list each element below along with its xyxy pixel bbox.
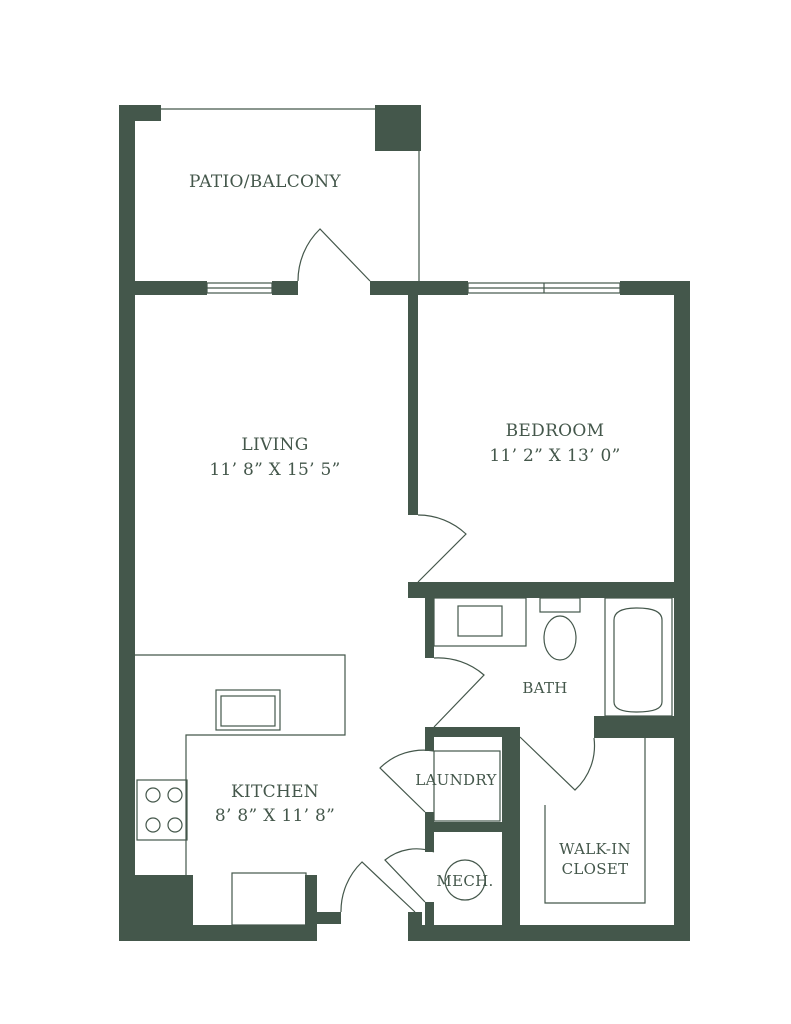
wall-laundry-right	[502, 737, 511, 825]
patio-column	[375, 105, 421, 151]
wall-laundry-left	[425, 737, 434, 751]
wall-bottom-right	[420, 925, 690, 941]
burner-icon	[145, 787, 161, 803]
room-label-patio: PATIO/BALCONY	[189, 172, 341, 192]
thin-lines	[135, 108, 673, 926]
wall-patio-living-a	[119, 281, 207, 295]
room-label-living: LIVING	[241, 435, 309, 455]
wall-bath-bottom-a	[425, 727, 520, 737]
wall-bath-bottom-b	[594, 716, 690, 738]
bathtub	[604, 597, 673, 717]
wall-patio-living-c	[370, 281, 468, 295]
wall-mech-left	[425, 902, 434, 941]
room-dims-living: 11’ 8” X 15’ 5”	[209, 460, 341, 480]
stove	[136, 779, 188, 841]
wall-left	[119, 105, 135, 941]
refrigerator	[231, 872, 307, 926]
washer-dryer	[433, 750, 501, 822]
wall-mech-right	[502, 832, 511, 925]
kitchen-sink	[215, 689, 281, 731]
kitchen-island	[135, 654, 346, 875]
bedroom-door	[417, 514, 467, 583]
toilet-tank	[539, 597, 581, 613]
mech-door	[384, 848, 435, 903]
wall-entry-post-left	[317, 912, 341, 924]
bath-vanity	[433, 597, 527, 647]
wall-patio-living-b	[272, 281, 298, 295]
wall-bedroom-bath	[408, 582, 690, 598]
patio-door	[297, 228, 371, 282]
wall-entry-post	[408, 912, 422, 941]
room-label-bedroom: BEDROOM	[505, 421, 605, 441]
wall-bath-left	[425, 598, 434, 658]
wall-bottom-left	[119, 925, 317, 941]
wall-living-bedroom	[408, 295, 418, 515]
water-heater	[444, 859, 486, 901]
wall-top-bedroom-right	[620, 281, 690, 295]
closet-door	[519, 736, 596, 791]
room-label-bath: BATH	[522, 679, 568, 697]
room-label-mech: MECH.	[436, 872, 494, 890]
wall-laundry-bottom	[425, 822, 511, 832]
room-label-closet-line1: WALK-IN	[559, 840, 631, 858]
entry-door	[340, 861, 416, 913]
room-label-closet-line2: CLOSET	[561, 860, 629, 878]
wall-closet-left	[511, 737, 520, 925]
bath-door	[433, 657, 485, 728]
closet-shelving	[544, 738, 646, 904]
wall-bottom-entry-stub	[305, 875, 317, 925]
room-label-kitchen: KITCHEN	[231, 782, 319, 802]
room-dims-kitchen: 8’ 8” X 11’ 8”	[214, 806, 336, 826]
wall-right	[674, 281, 690, 941]
laundry-door	[379, 749, 435, 813]
room-label-laundry: LAUNDRY	[415, 771, 497, 789]
bath-sink	[457, 605, 503, 637]
wall-patio-corner	[119, 105, 161, 121]
toilet-bowl	[543, 615, 577, 661]
walls	[119, 105, 690, 941]
room-dims-bedroom: 11’ 2” X 13’ 0”	[489, 446, 621, 466]
